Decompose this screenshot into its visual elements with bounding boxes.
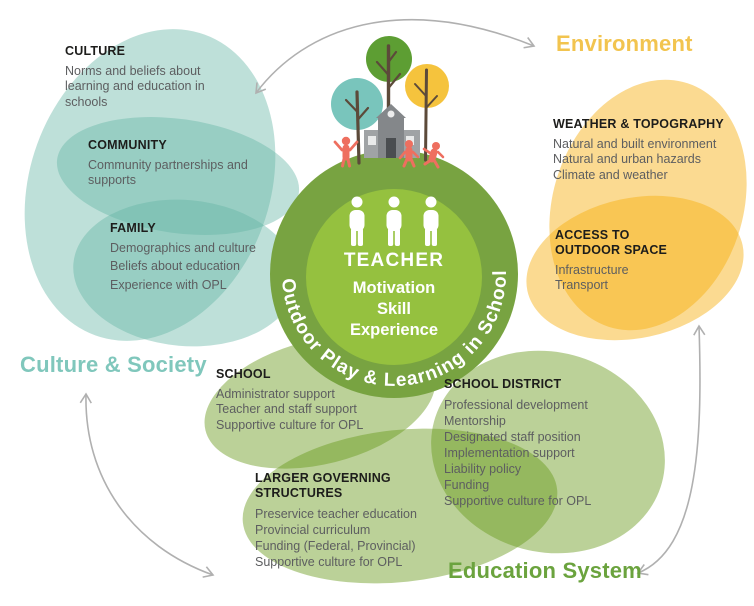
section-culture: CULTURE Norms and beliefs about learning… <box>65 44 230 113</box>
inner-circle <box>306 189 482 365</box>
group-label-culture-society: Culture & Society <box>20 352 207 377</box>
section-heading: WEATHER & TOPOGRAPHY <box>553 117 724 131</box>
section-item: Climate and weather <box>553 167 668 182</box>
section-family: FAMILY Demographics and culture Beliefs … <box>110 221 265 296</box>
petal-access-outdoor-space <box>526 195 744 341</box>
section-item: Demographics and culture <box>110 240 256 255</box>
section-item: Transport <box>555 278 609 292</box>
schoolyard-illustration <box>331 36 449 169</box>
section-item: Administrator support <box>216 386 335 401</box>
petal-family <box>73 199 297 347</box>
petal-culture <box>24 29 276 341</box>
teacher-person-icons <box>349 196 439 246</box>
section-item: Supportive culture for OPL <box>444 493 592 508</box>
person-icon <box>423 196 439 246</box>
section-item: Supportive culture for OPL <box>255 554 403 569</box>
section-community: COMMUNITY Community partnerships and sup… <box>88 138 258 192</box>
side-tree-trunks-icon <box>344 68 438 165</box>
person-icon <box>349 196 365 246</box>
section-item: Implementation support <box>444 445 575 460</box>
section-item: Natural and urban hazards <box>553 152 702 167</box>
section-heading: LARGER GOVERNING STRUCTURES <box>255 471 391 500</box>
section-item: Designated staff position <box>444 429 581 444</box>
cycle-arrows <box>79 19 706 578</box>
petal-group-environment <box>526 79 747 341</box>
group-label-environment: Environment <box>556 31 693 56</box>
section-heading: FAMILY <box>110 221 156 235</box>
section-item: Provincial curriculum <box>255 522 371 537</box>
petal-school-district <box>431 350 665 554</box>
section-heading: COMMUNITY <box>88 138 167 152</box>
arrow-culture-education-icon <box>79 392 215 578</box>
section-item: Infrastructure <box>555 262 629 277</box>
section-heading: CULTURE <box>65 44 126 58</box>
attribute-experience: Experience <box>349 321 439 339</box>
section-item: Community partnerships and supports <box>88 157 248 188</box>
attribute-motivation: Motivation <box>352 279 436 297</box>
section-heading: SCHOOL <box>216 367 271 381</box>
section-item: Funding (Federal, Provincial) <box>255 538 416 553</box>
arrow-education-environment-icon <box>636 324 706 576</box>
petal-group-education-system <box>204 335 665 584</box>
section-heading: SCHOOL DISTRICT <box>444 377 562 391</box>
playing-children-icons <box>333 136 445 169</box>
section-school: SCHOOL Administrator support Teacher and… <box>216 367 416 433</box>
petal-larger-governing <box>242 428 558 584</box>
teacher-label: TEACHER <box>343 250 445 271</box>
section-item: Teacher and staff support <box>216 402 357 417</box>
section-larger-governing-structures: LARGER GOVERNING STRUCTURES Preservice t… <box>255 471 455 570</box>
teacher-attributes: Motivation Skill Experience <box>284 278 504 341</box>
section-item: Preservice teacher education <box>255 506 417 521</box>
arrow-culture-environment-icon <box>255 19 536 95</box>
section-item: Natural and built environment <box>553 136 717 151</box>
section-item: Funding <box>444 477 490 492</box>
petal-group-culture-society <box>24 29 300 347</box>
group-label-education-system: Education System <box>448 558 642 583</box>
section-item: Beliefs about education <box>110 259 240 274</box>
petal-weather-topography <box>549 79 747 331</box>
petal-community <box>56 117 300 235</box>
schoolhouse-icon <box>364 104 420 158</box>
center-tree-trunk-icon <box>375 44 402 117</box>
section-school-district: SCHOOL DISTRICT Professional development… <box>444 377 639 509</box>
person-icon <box>386 196 402 246</box>
section-item: Mentorship <box>444 413 506 428</box>
section-weather-topography: WEATHER & TOPOGRAPHY Natural and built e… <box>553 117 748 183</box>
section-item: Professional development <box>444 397 588 412</box>
section-item: Norms and beliefs about learning and edu… <box>65 63 205 109</box>
section-heading: ACCESS TO OUTDOOR SPACE <box>555 228 668 257</box>
section-item: Experience with OPL <box>110 277 227 292</box>
section-access-outdoor-space: ACCESS TO OUTDOOR SPACE Infrastructure T… <box>555 228 705 294</box>
section-item: Supportive culture for OPL <box>216 417 364 432</box>
section-item: Liability policy <box>444 461 522 476</box>
attribute-skill: Skill <box>377 300 411 318</box>
